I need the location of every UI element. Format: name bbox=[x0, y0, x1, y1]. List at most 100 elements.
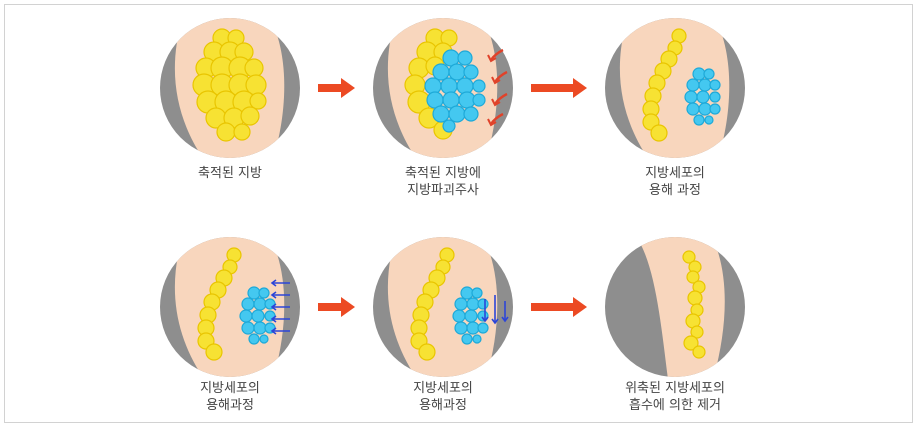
cell bbox=[205, 343, 223, 361]
cell bbox=[698, 102, 712, 116]
red-arrow-icon bbox=[491, 76, 501, 85]
caption-line: 지방세포의 bbox=[200, 381, 260, 396]
arrow-shaft bbox=[531, 84, 575, 92]
cell bbox=[241, 321, 255, 335]
cell bbox=[709, 79, 721, 91]
cell bbox=[466, 297, 480, 311]
red-arrow-icon bbox=[490, 48, 504, 61]
cell bbox=[472, 334, 482, 344]
cell bbox=[432, 105, 450, 123]
cell bbox=[259, 334, 269, 344]
cell bbox=[686, 270, 700, 284]
arrow-head bbox=[573, 297, 587, 317]
cell bbox=[704, 115, 714, 125]
cell bbox=[463, 106, 479, 122]
cell bbox=[472, 93, 486, 107]
cell bbox=[696, 90, 710, 104]
caption-line: 흡수에 의한 제거 bbox=[629, 398, 721, 413]
cell bbox=[432, 63, 450, 81]
cell bbox=[703, 68, 715, 80]
cell bbox=[692, 67, 706, 81]
cell bbox=[248, 333, 260, 345]
arrow-shaft bbox=[531, 303, 575, 311]
cell bbox=[253, 321, 267, 335]
step-4-illustration bbox=[160, 237, 300, 377]
red-arrow-icon bbox=[494, 92, 508, 105]
red-arrow-icon bbox=[487, 54, 497, 63]
cell bbox=[247, 286, 261, 300]
caption-line: 축적된 지방 bbox=[198, 166, 262, 181]
caption-line: 용해과정 bbox=[206, 398, 254, 413]
cell bbox=[683, 335, 699, 351]
cell bbox=[709, 91, 721, 103]
belly-section bbox=[627, 237, 725, 377]
cell bbox=[240, 106, 260, 126]
cell bbox=[461, 333, 473, 345]
caption-line: 용해과정 bbox=[419, 398, 467, 413]
cell bbox=[454, 321, 468, 335]
belly-section bbox=[387, 237, 498, 377]
caption-line: 용해 과정 bbox=[649, 183, 701, 198]
cell bbox=[692, 345, 706, 359]
cell bbox=[471, 287, 483, 299]
arrow-head bbox=[341, 297, 355, 317]
cell bbox=[244, 58, 264, 78]
step-6-illustration bbox=[605, 237, 745, 377]
belly-section bbox=[387, 18, 498, 158]
arrow-head bbox=[573, 78, 587, 98]
cell bbox=[682, 250, 696, 264]
caption-line: 축적된 지방에 bbox=[405, 166, 481, 181]
cell bbox=[466, 321, 480, 335]
cell bbox=[693, 114, 705, 126]
cell bbox=[686, 78, 700, 92]
caption-line: 지방세포의 bbox=[645, 166, 705, 181]
blue-left-arrow-icon bbox=[270, 315, 277, 323]
red-arrow-icon bbox=[490, 112, 504, 125]
cell bbox=[253, 297, 267, 311]
cell bbox=[448, 105, 466, 123]
cell bbox=[456, 77, 474, 95]
cell bbox=[687, 290, 703, 306]
cell bbox=[251, 309, 265, 323]
cell bbox=[460, 286, 474, 300]
right-arrow-icon bbox=[318, 297, 355, 317]
cell bbox=[442, 119, 456, 133]
cell bbox=[650, 124, 668, 142]
cell bbox=[440, 77, 458, 95]
cell bbox=[457, 50, 473, 66]
belly-section bbox=[619, 18, 730, 158]
cell bbox=[418, 343, 436, 361]
cell bbox=[258, 287, 270, 299]
cell bbox=[233, 123, 251, 141]
cell bbox=[249, 92, 267, 110]
caption-line: 위축된 지방세포의 bbox=[625, 381, 725, 396]
arrow-head bbox=[341, 78, 355, 98]
blue-left-arrow-icon bbox=[270, 291, 277, 299]
cell bbox=[684, 90, 698, 104]
cell bbox=[448, 63, 466, 81]
right-arrow-icon bbox=[531, 78, 587, 98]
cell bbox=[698, 78, 712, 92]
cell bbox=[464, 309, 478, 323]
cell bbox=[690, 325, 704, 339]
cell bbox=[477, 298, 489, 310]
caption-line: 지방세포의 bbox=[413, 381, 473, 396]
red-arrow-icon bbox=[491, 98, 501, 107]
right-arrow-icon bbox=[318, 78, 355, 98]
step-1-caption: 축적된 지방 bbox=[130, 165, 330, 182]
cell bbox=[241, 297, 255, 311]
cell bbox=[709, 103, 721, 115]
blue-left-arrow-icon bbox=[270, 327, 277, 335]
cell bbox=[216, 122, 236, 142]
blue-left-arrow-icon bbox=[270, 303, 277, 311]
blue-down-arrow-icon bbox=[501, 316, 509, 323]
cell bbox=[454, 297, 468, 311]
step-5-illustration bbox=[373, 237, 513, 377]
cell bbox=[686, 102, 700, 116]
